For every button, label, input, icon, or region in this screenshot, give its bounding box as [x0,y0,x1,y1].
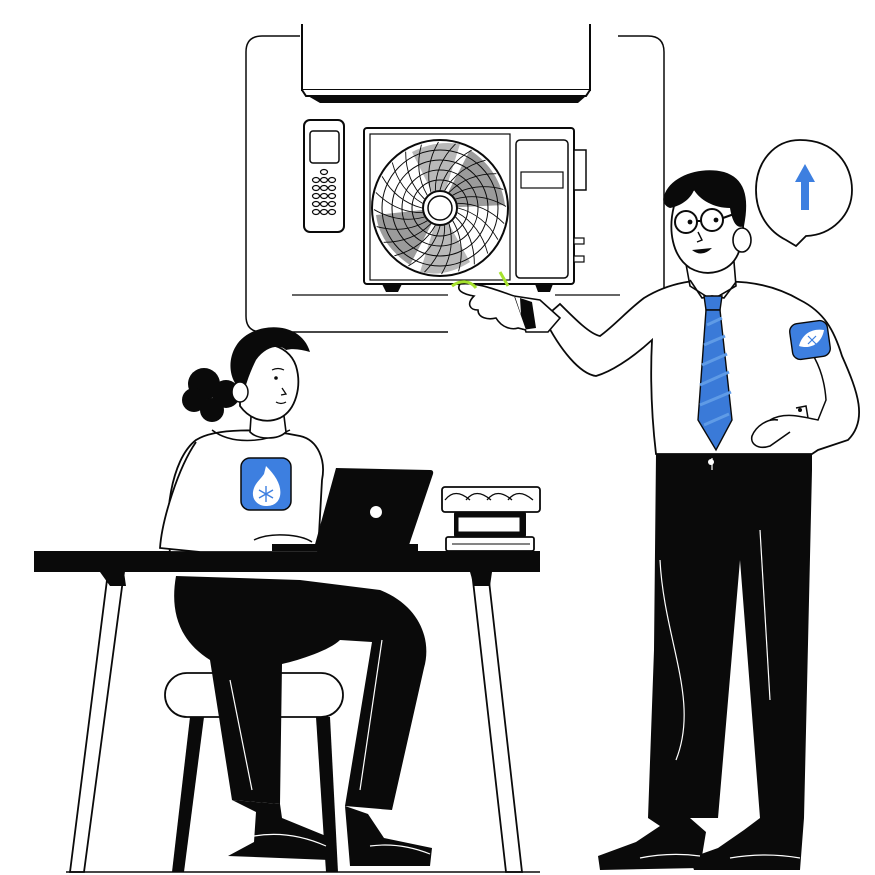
standing-man [451,170,861,870]
fan-spoke [376,220,428,230]
fan-spoke [439,149,472,191]
flame-snowflake-icon [240,457,292,511]
fan-spoke [428,141,439,193]
fan-spoke [457,207,499,240]
fan-spoke [457,202,505,224]
books-stack [441,486,541,552]
seated-woman [159,327,432,866]
up-arrow-icon [795,164,815,210]
fan-spoke [448,173,497,193]
fan-spoke [418,144,428,196]
fan-spoke [391,162,423,204]
fan-spoke [444,159,486,191]
fan-grille [371,139,509,277]
leaf-snowflake-icon [789,319,831,361]
fan-spoke [457,212,489,254]
indoor-ac-unit [301,24,591,103]
fan-spoke [455,216,475,265]
fan-spoke [441,223,452,275]
fan-spoke [455,196,507,207]
fan-spoke [383,223,432,243]
fan-spoke [405,151,425,200]
outdoor-ac-unit [363,127,587,292]
fan-spoke [434,143,456,191]
fan-spoke [373,209,425,220]
speech-bubble [755,139,853,248]
fan-spoke [452,186,504,196]
fan-spoke [381,176,423,209]
fan-spoke [394,225,436,257]
fan-spoke [424,225,446,273]
fan-spoke [408,225,441,267]
fan-spoke [375,192,423,214]
remote-control [303,119,345,233]
fan-spoke [452,220,462,272]
laptop [272,468,434,551]
desk [34,551,540,873]
